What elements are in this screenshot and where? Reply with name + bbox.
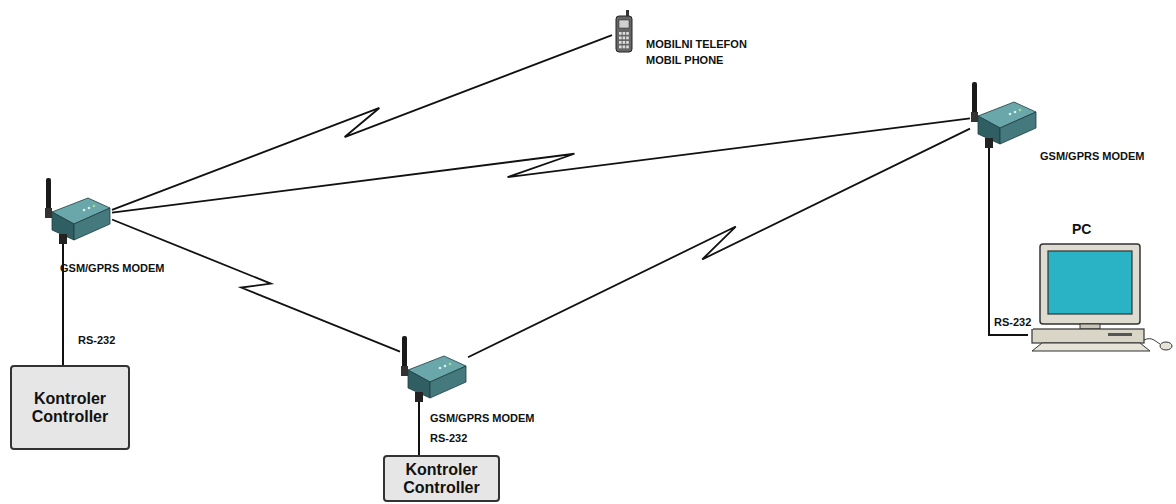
modem-icon [401,336,466,402]
radio-link [112,35,612,210]
icon-part [616,16,632,52]
icon-part [1144,339,1160,344]
icon-part [1040,244,1140,324]
device-label: GSM/GPRS MODEM [1040,150,1145,163]
icon-part [619,20,629,28]
device-label: MOBILNI TELEFON [646,38,747,51]
icon-part [626,41,629,44]
icon-part [623,41,626,44]
radio-link [112,220,400,352]
box-label: Kontroler [34,390,106,408]
icon-part [623,32,626,35]
icon-part [626,32,629,35]
box-label: Kontroler [406,461,478,479]
icon-part [1048,251,1132,314]
icon-part [619,41,622,44]
device-label: PC [1072,221,1091,237]
mobile-phone: MOBILNI TELEFONMOBIL PHONE [612,10,636,52]
device-label: GSM/GPRS MODEM [60,262,165,275]
icon-part [1032,329,1144,343]
icon-part [619,46,622,49]
rs232-cable [989,148,1028,335]
icon-part [1080,324,1100,329]
rs232-cable [418,402,420,455]
device-label: GSM/GPRS MODEM [430,412,535,425]
box-label: Controller [32,408,108,426]
icon-part [619,32,629,48]
gsm-modem: GSM/GPRS MODEM [400,336,468,402]
icon-part [1160,342,1172,350]
mobile-phone-icon [616,10,632,52]
radio-link [112,118,970,212]
icon-part [626,46,629,49]
pc-icon [1032,244,1172,351]
icon-part [619,37,622,40]
icon-part [1032,343,1150,351]
device-label: MOBIL PHONE [646,54,723,67]
modem-icon [45,178,110,244]
interface-label: RS-232 [992,316,1033,329]
controller-box: KontrolerController [10,365,130,450]
box-label: Controller [403,479,479,497]
icon-part [626,37,629,40]
interface-label: RS-232 [428,432,469,445]
icon-part [619,32,622,35]
radio-link [468,129,970,358]
pc: PC [1028,240,1174,352]
modem-icon [971,82,1036,148]
controller-box: KontrolerController [383,455,500,502]
icon-part [623,46,626,49]
icon-part [623,37,626,40]
gsm-modem: GSM/GPRS MODEM [44,178,112,244]
gsm-modem: GSM/GPRS MODEM [970,82,1038,148]
icon-part [1108,333,1132,336]
interface-label: RS-232 [76,334,117,347]
